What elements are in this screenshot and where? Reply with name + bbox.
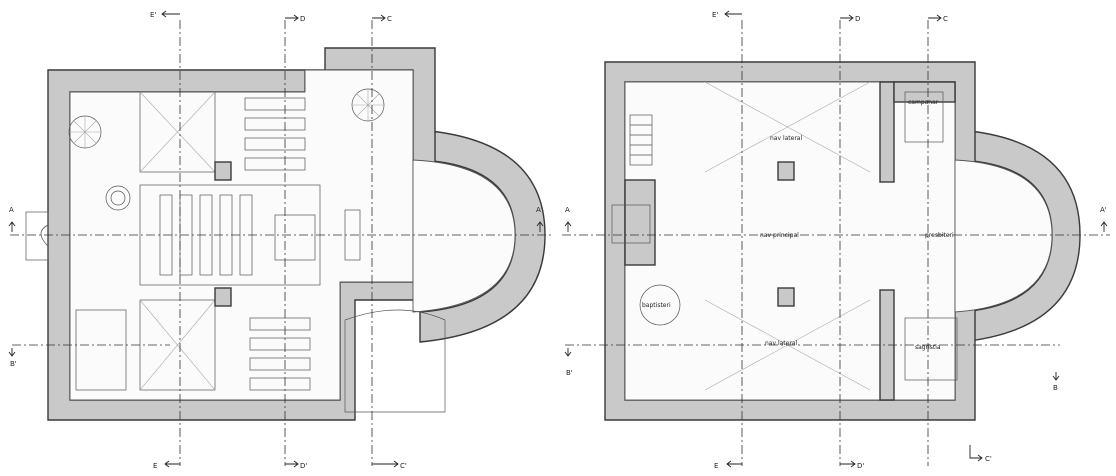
left-door-swing <box>40 224 49 247</box>
section-mark-a-prime-right: A' <box>1100 206 1107 214</box>
label-sagristia: sagristia <box>915 344 941 351</box>
left-apse-chapel <box>344 309 446 413</box>
left-apse-floor <box>412 159 516 313</box>
right-floor-plan <box>562 20 1110 466</box>
section-mark-d-prime-right: D' <box>857 462 864 470</box>
left-apse-wall <box>419 129 546 343</box>
section-mark-c: C <box>387 15 392 23</box>
section-mark-d: D <box>300 15 305 23</box>
label-presbiteri: presbiteri <box>925 232 954 239</box>
label-baptisteri: baptisteri <box>642 302 671 309</box>
section-mark-e-prime: E' <box>150 11 156 19</box>
section-mark-a: A <box>9 206 14 214</box>
right-campanar <box>904 91 944 143</box>
section-mark-d-right: D <box>855 15 860 23</box>
right-west-buttress <box>624 179 656 266</box>
right-sacristy-wall <box>879 81 895 183</box>
section-mark-e-prime-right: E' <box>712 11 718 19</box>
label-campanar: campanar <box>908 99 939 106</box>
label-nav-lateral-north: nav lateral <box>770 135 802 142</box>
section-mark-c-prime-right: C' <box>985 455 992 463</box>
left-sw-room <box>75 309 127 391</box>
right-section-marks: A A' B' B E' D C E D' C' <box>564 10 1108 470</box>
right-pier-south <box>777 287 795 307</box>
left-south-pews <box>249 317 311 391</box>
section-mark-b-prime: B' <box>10 360 17 368</box>
left-baptismal-font <box>105 185 131 211</box>
right-sacristy <box>904 317 958 381</box>
left-north-pews <box>244 97 306 171</box>
section-mark-c-right: C <box>943 15 948 23</box>
section-mark-d-prime: D' <box>300 462 307 470</box>
section-mark-b-prime-right: B' <box>566 369 573 377</box>
right-interior-floor <box>624 81 956 401</box>
label-nav-principal: nav principal <box>760 232 799 239</box>
section-mark-e-right: E <box>714 462 718 470</box>
section-mark-a-right: A <box>565 206 570 214</box>
section-mark-e: E <box>153 462 157 470</box>
right-entrance <box>611 204 651 244</box>
section-mark-a-prime: A' <box>536 206 543 214</box>
left-floor-plan <box>10 20 552 466</box>
right-room-labels: nav lateral nav principal nav lateral ca… <box>642 99 954 351</box>
right-baptistery <box>639 284 681 326</box>
left-pier-south <box>214 287 232 307</box>
section-mark-c-prime: C' <box>400 462 407 470</box>
left-altar-area <box>274 214 316 261</box>
left-pier-north <box>214 161 232 181</box>
right-stair <box>629 114 653 166</box>
label-nav-lateral-south: nav lateral <box>765 340 797 347</box>
left-entrance-porch <box>25 211 49 261</box>
left-section-marks: A A' B' E' D C E D' C' <box>8 10 544 470</box>
section-mark-b-right: B <box>1053 384 1058 392</box>
right-pier-north <box>777 161 795 181</box>
left-north-aisle-vault <box>139 91 216 173</box>
